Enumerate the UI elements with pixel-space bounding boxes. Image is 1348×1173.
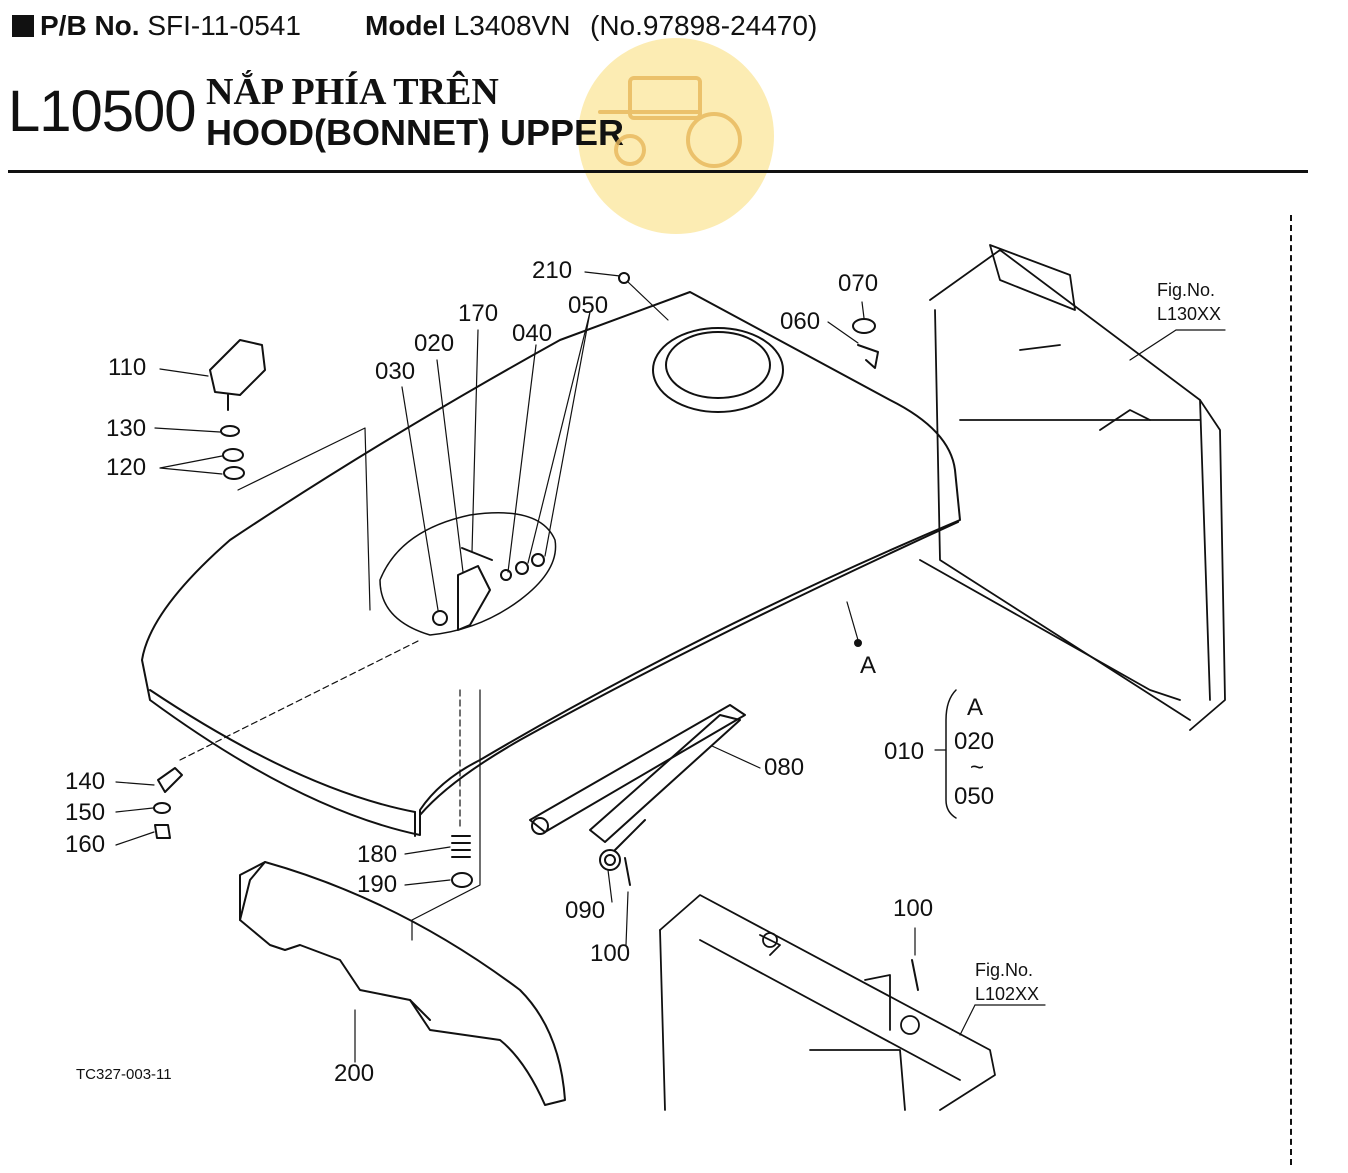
nut-050-a	[515, 561, 529, 575]
spring-180	[451, 835, 471, 858]
fig-ref-value: L130XX	[1157, 304, 1222, 324]
washer-150	[153, 802, 171, 814]
callout-090: 090	[565, 897, 606, 924]
pb-number-line: P/B No. SFI-11-0541	[12, 10, 301, 42]
pb-label: P/B No.	[40, 10, 140, 41]
nut-050-b	[531, 553, 545, 567]
section-title-en: HOOD(BONNET) UPPER	[206, 112, 625, 153]
assembly-part-010: 010	[884, 738, 925, 765]
cap-070	[852, 318, 876, 334]
right-frame	[919, 244, 1226, 731]
pin-100-b	[911, 959, 919, 991]
washer-130	[220, 425, 240, 437]
assembly-top-a: A	[967, 694, 984, 721]
washer-120-a	[222, 448, 244, 462]
section-code: L10500	[8, 79, 197, 144]
model-label: Model	[365, 10, 446, 41]
drawing-code: TC327-003-11	[76, 1066, 172, 1083]
front-cover-200	[239, 861, 566, 1106]
callout-160: 160	[65, 831, 106, 858]
callout-200: 200	[334, 1060, 375, 1087]
callout-140: 140	[65, 768, 106, 795]
callout-170: 170	[458, 300, 499, 327]
spring-170	[461, 547, 493, 561]
hood-knob-110	[209, 339, 266, 411]
header-rule	[8, 170, 1308, 173]
fig-ref-l102xx: Fig.No. L102XX	[975, 958, 1039, 1006]
leader-knob	[237, 427, 371, 611]
page-dashed-border	[1290, 215, 1292, 1165]
callout-070: 070	[838, 270, 879, 297]
callout-100-a: 100	[590, 940, 631, 967]
callout-120: 120	[106, 454, 147, 481]
section-title-vn: NẮP PHÍA TRÊN	[206, 71, 499, 113]
model-value: L3408VN	[453, 10, 571, 41]
serial-number: (No.97898-24470)	[590, 10, 818, 41]
spring-090	[599, 819, 646, 871]
nut-160	[154, 824, 171, 839]
plug-210	[618, 272, 630, 284]
washer-120-b	[223, 466, 245, 480]
pin-100-a	[624, 857, 631, 886]
pb-number: SFI-11-0541	[147, 10, 301, 41]
callout-060: 060	[780, 308, 821, 335]
plate-140	[157, 767, 183, 793]
black-square-icon	[12, 15, 34, 37]
pin-060	[857, 344, 879, 369]
callout-210: 210	[532, 257, 573, 284]
callout-150: 150	[65, 799, 106, 826]
fig-ref-label: Fig.No.	[1157, 280, 1216, 300]
callout-130: 130	[106, 415, 147, 442]
callout-100-b: 100	[893, 895, 934, 922]
fig-ref-label: Fig.No.	[975, 960, 1034, 980]
fig-ref-value: L102XX	[975, 984, 1040, 1004]
leader-lines	[115, 271, 1226, 1063]
assembly-range-start: 020	[954, 728, 995, 755]
hood-panel	[141, 291, 961, 837]
callout-040: 040	[512, 320, 553, 347]
hood-stay	[529, 704, 746, 843]
callout-080: 080	[764, 754, 805, 781]
assembly-tilde: ~	[970, 754, 985, 781]
collar-030	[432, 610, 448, 626]
callout-020: 020	[414, 330, 455, 357]
callout-180: 180	[357, 841, 398, 868]
bottom-frame	[659, 894, 996, 1111]
tractor-icon	[598, 76, 742, 168]
callout-050: 050	[568, 292, 609, 319]
assembly-range-end: 050	[954, 783, 995, 810]
callout-190: 190	[357, 871, 398, 898]
latch-020	[457, 565, 491, 631]
model-line: Model L3408VN	[365, 10, 570, 42]
fig-ref-l130xx: Fig.No. L130XX	[1157, 278, 1221, 326]
callout-030: 030	[375, 358, 416, 385]
bush-190	[451, 872, 473, 888]
callout-110: 110	[108, 354, 147, 381]
callout-a: A	[860, 652, 877, 679]
washer-040	[500, 569, 512, 581]
